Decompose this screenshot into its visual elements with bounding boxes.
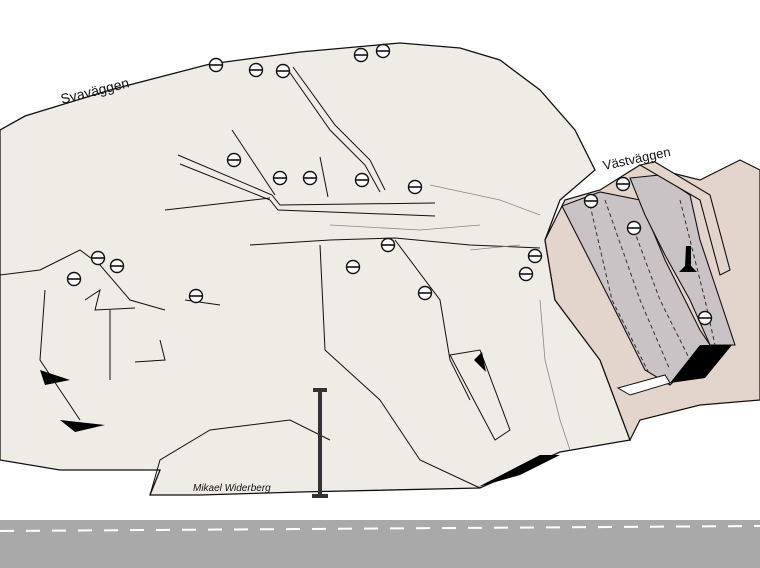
anchor-marker	[679, 246, 697, 272]
dark-blocks	[40, 352, 560, 487]
bolt-icon	[626, 220, 642, 236]
west-ledge	[616, 374, 671, 396]
bolt-icon	[375, 43, 391, 59]
west-dark-ledge	[670, 345, 732, 383]
west-pillar	[638, 161, 731, 276]
bolt-icon	[527, 248, 543, 264]
cracks	[0, 66, 541, 496]
bolt-icon	[345, 259, 361, 275]
bolt-icon	[109, 258, 125, 274]
bolt-icon	[615, 176, 631, 192]
bolt-icon	[248, 62, 264, 78]
bolt-icon	[417, 285, 433, 301]
bolt-icon	[66, 271, 82, 287]
bolt-icon	[226, 152, 242, 168]
west-route-lines	[589, 199, 716, 376]
bolt-icon	[275, 63, 291, 79]
bolt-icon	[353, 47, 369, 63]
lamp-post-icon	[312, 388, 328, 498]
road	[0, 520, 760, 568]
bolt-icon	[302, 170, 318, 186]
author-credit: Mikael Widerberg	[193, 483, 271, 494]
bolt-icon	[188, 288, 204, 304]
bolt-icon	[518, 266, 534, 282]
road-centerline	[0, 525, 760, 532]
bolt-icon	[208, 57, 224, 73]
bolt-icon	[407, 179, 423, 195]
bolt-icon	[697, 310, 713, 326]
bolt-icon	[380, 237, 396, 253]
bolt-icon	[90, 250, 106, 266]
bolt-icon	[583, 193, 599, 209]
bolt-icon	[354, 172, 370, 188]
faint-cracks	[329, 184, 571, 451]
bolt-icon	[272, 170, 288, 186]
bolt-markers	[66, 43, 713, 326]
